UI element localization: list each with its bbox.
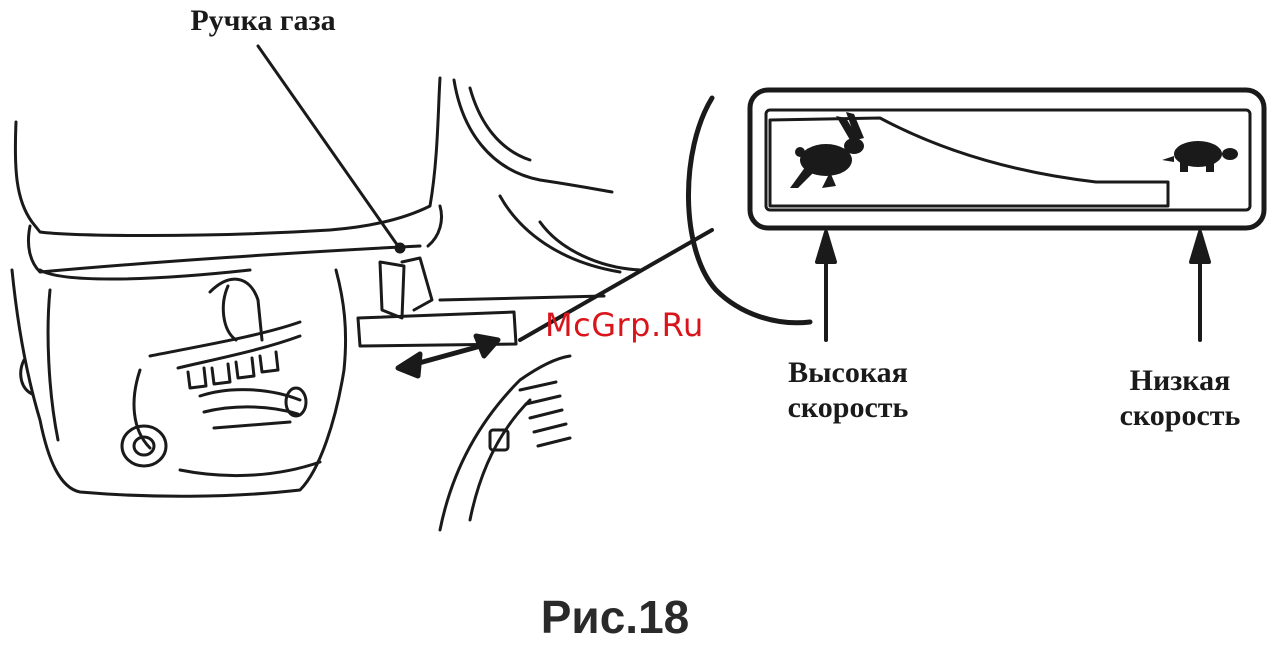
high-speed-label-line2: скорость bbox=[748, 391, 948, 426]
tiller-drawing bbox=[440, 80, 640, 530]
lower-casing-drawing bbox=[122, 279, 320, 475]
turtle-icon bbox=[1162, 141, 1238, 172]
throttle-handle-label: Ручка газа bbox=[148, 4, 378, 39]
high-speed-label: Высокая скорость bbox=[748, 356, 948, 425]
low-speed-label-line2: скорость bbox=[1082, 399, 1278, 434]
figure-caption: Рис.18 bbox=[500, 590, 730, 644]
lever-movement-arrow bbox=[398, 336, 498, 376]
watermark: McGrp.Ru bbox=[545, 306, 704, 344]
low-speed-arrow bbox=[1191, 232, 1209, 340]
high-speed-arrow bbox=[817, 232, 835, 340]
hare-icon bbox=[790, 112, 864, 188]
low-speed-label-line1: Низкая bbox=[1082, 364, 1278, 399]
throttle-leader-dot bbox=[396, 244, 404, 252]
throttle-leader-line bbox=[258, 46, 398, 246]
high-speed-label-line1: Высокая bbox=[748, 356, 948, 391]
low-speed-label: Низкая скорость bbox=[1082, 364, 1278, 433]
